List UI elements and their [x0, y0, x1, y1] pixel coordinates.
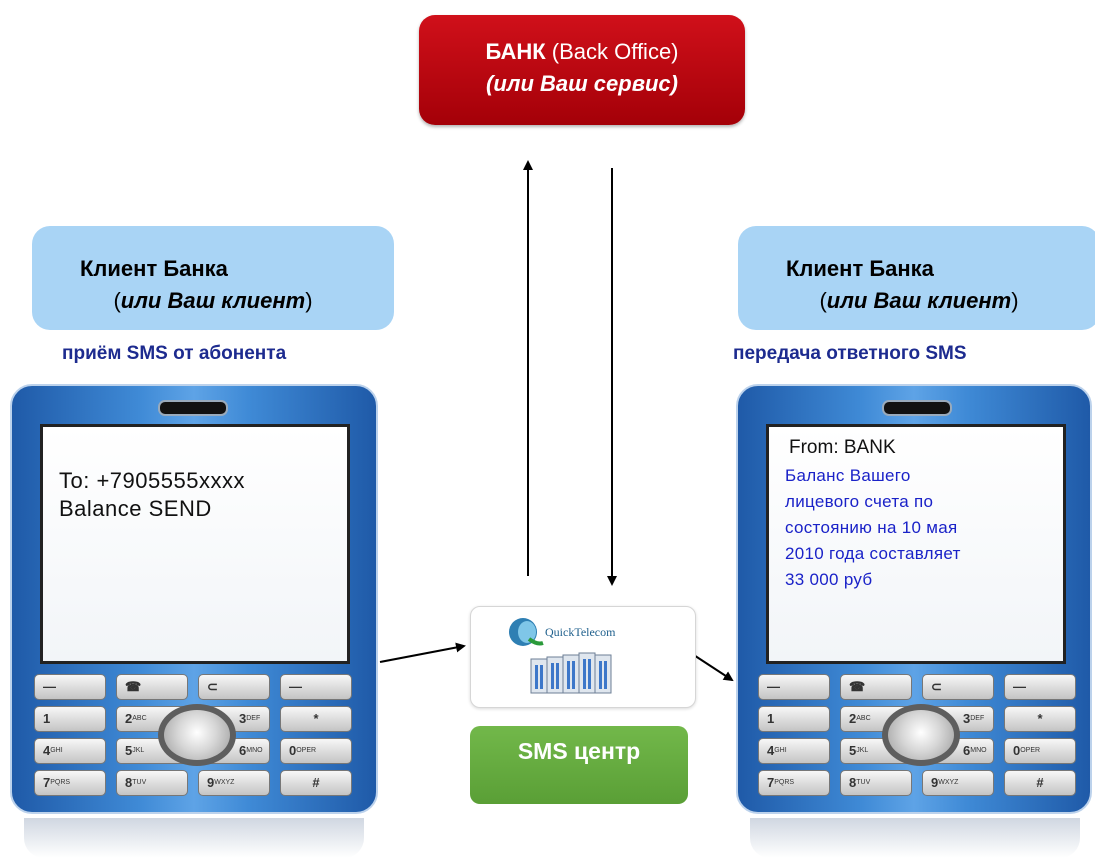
phone-keypad: — ☎ ⊂ — 1 2ABC 3DEF * 4GHI 5JKL 6MNO 0OP… [34, 674, 356, 796]
key-soft-left: — [758, 674, 830, 700]
quicktelecom-logo-card: QuickTelecom [470, 606, 696, 708]
client-box-left: Клиент Банка (или Ваш клиент) [32, 226, 394, 330]
key-8: 8TUV [116, 770, 188, 796]
phone-left: To: +7905555xxxx Balance SEND — ☎ ⊂ — 1 … [10, 384, 378, 858]
call-icon: ☎ [116, 674, 188, 700]
sms-center-label: SMS центр [517, 738, 641, 764]
key-hash: # [1004, 770, 1076, 796]
key-4: 4GHI [34, 738, 106, 764]
phone-screen: To: +7905555xxxx Balance SEND [40, 424, 350, 664]
client-subtitle-line: (или Ваш клиент) [113, 288, 313, 313]
bank-title-rest: (Back Office) [545, 39, 679, 64]
bank-title: БАНК [485, 39, 546, 64]
sms-recipient: To: +7905555xxxx [59, 468, 245, 493]
clear-icon: ⊂ [198, 674, 270, 700]
sms-center-box: SMS центр [470, 726, 688, 804]
key-4: 4GHI [758, 738, 830, 764]
key-star: * [1004, 706, 1076, 732]
key-9: 9WXYZ [922, 770, 994, 796]
key-0: 0OPER [280, 738, 352, 764]
key-1: 1 [34, 706, 106, 732]
clear-icon: ⊂ [922, 674, 994, 700]
key-soft-right: — [280, 674, 352, 700]
client-subtitle: или Ваш клиент [120, 288, 306, 313]
phone-reflection [750, 818, 1080, 858]
sms-command: Balance SEND [59, 496, 212, 521]
client-title: Клиент Банка [80, 256, 228, 281]
phone-screen: From: BANK Баланс Вашего лицевого счета … [766, 424, 1066, 664]
bank-back-office-box: БАНК (Back Office) (или Ваш сервис) [419, 15, 745, 125]
speaker-icon [158, 400, 228, 416]
key-soft-left: — [34, 674, 106, 700]
speaker-icon [882, 400, 952, 416]
sms-sender: From: BANK [789, 437, 896, 458]
key-1: 1 [758, 706, 830, 732]
key-9: 9WXYZ [198, 770, 270, 796]
key-star: * [280, 706, 352, 732]
phone-right: From: BANK Баланс Вашего лицевого счета … [736, 384, 1092, 858]
phone-keypad: — ☎ ⊂ — 1 2ABC 3DEF * 4GHI 5JKL 6MNO 0OP… [758, 674, 1080, 796]
client-subtitle: или Ваш клиент [826, 288, 1012, 313]
client-subtitle-line: (или Ваш клиент) [819, 288, 1019, 313]
caption-send-reply-sms: передача ответного SMS [733, 343, 967, 364]
nav-ball-icon [882, 704, 960, 766]
phone-reflection [24, 818, 364, 858]
quicktelecom-logo-icon [509, 618, 544, 646]
nav-ball-icon [158, 704, 236, 766]
key-8: 8TUV [840, 770, 912, 796]
sms-balance-message: Баланс Вашего лицевого счета по состояни… [785, 466, 961, 589]
key-hash: # [280, 770, 352, 796]
server-rack-icon [530, 652, 612, 694]
key-0: 0OPER [1004, 738, 1076, 764]
client-title: Клиент Банка [786, 256, 934, 281]
arrow-phone-to-center [379, 642, 466, 663]
key-7: 7PQRS [758, 770, 830, 796]
key-7: 7PQRS [34, 770, 106, 796]
call-icon: ☎ [840, 674, 912, 700]
bank-subtitle: (или Ваш сервис) [486, 71, 678, 96]
key-soft-right: — [1004, 674, 1076, 700]
client-box-right: Клиент Банка (или Ваш клиент) [738, 226, 1095, 330]
quicktelecom-logo-text: QuickTelecom [545, 625, 616, 639]
caption-receive-sms: приём SMS от абонента [62, 343, 287, 364]
